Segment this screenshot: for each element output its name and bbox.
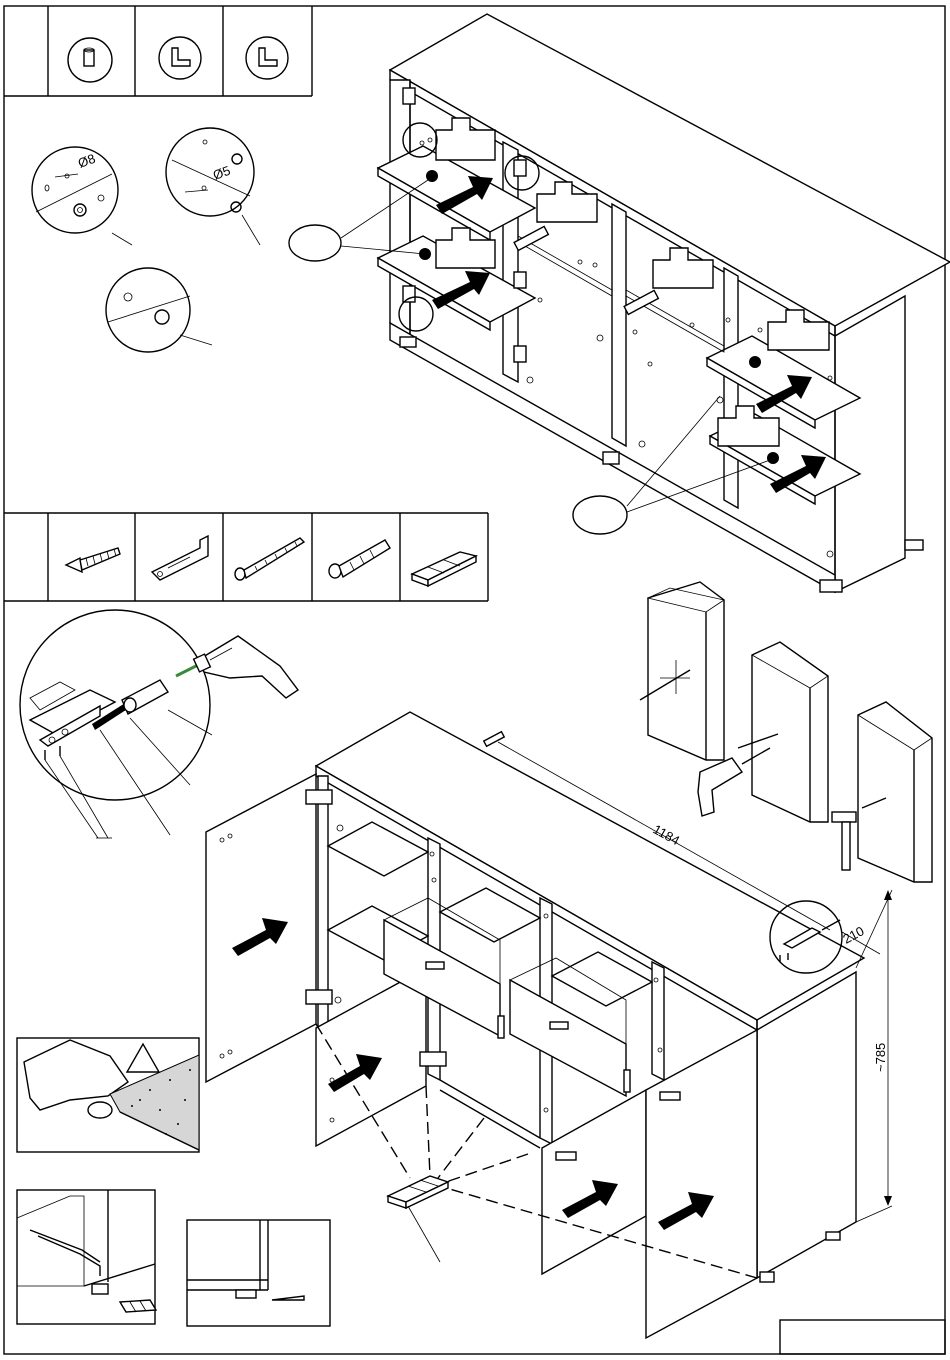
top-cabinet [289,14,950,592]
wood-screw-short-icon [66,548,120,572]
dimension-height: ~785 [873,1043,888,1072]
drill-icon [176,636,298,698]
warning-panel [17,1038,199,1152]
foot-shim-panel [17,1190,156,1324]
wall-board-1 [640,582,724,760]
callout-bubble-shelf-right [573,496,627,534]
wall-plug-icon [329,540,390,578]
parts-table-top [4,6,312,96]
hammer-icon [832,812,856,870]
wood-screw-long-icon [235,538,304,580]
wall-board-2 [738,642,828,822]
shelf-pin-icon [68,38,112,82]
warning-triangle-icon [127,1044,159,1072]
shelf-support-cap-icon [246,37,288,79]
wall-bracket-icon [152,536,208,580]
detail-shelf-pin [106,268,212,352]
hole-small-label: Ø5 [211,163,232,183]
hole-large-label: Ø8 [76,151,97,171]
shim-strip-icon [412,552,476,586]
door-left-upper [206,774,316,1082]
detail-wall-fixing [20,610,212,838]
page-number-box [780,1320,945,1354]
parts-table-middle [4,513,488,601]
callout-bubble-shelf-left [289,225,341,261]
dimension-depth: 210 [840,923,866,946]
wall-board-3 [858,702,932,882]
detail-hole-o5: Ø5 [166,128,260,245]
detail-hole-o8: Ø8 [32,147,132,245]
shelf-support-icon [159,37,201,79]
levelling-panel [187,1220,330,1326]
